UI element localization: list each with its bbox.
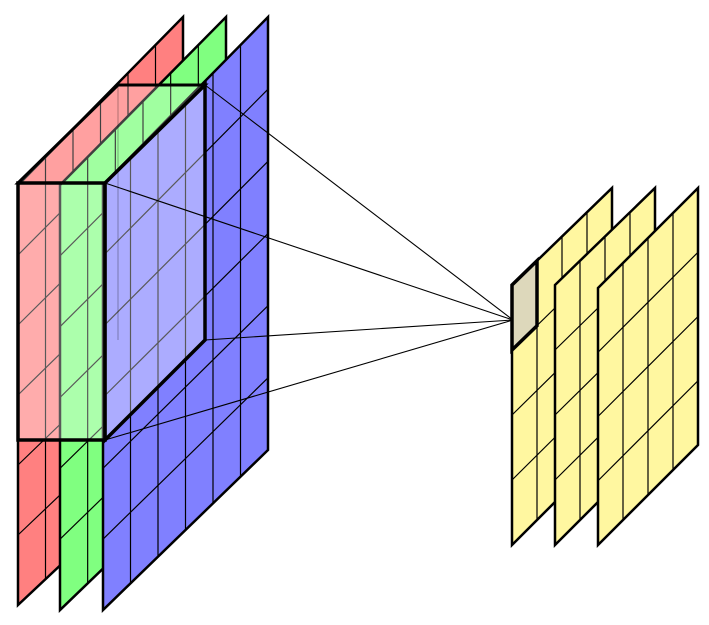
- projection-lines: [104, 84, 514, 441]
- grid-row-line: [597, 380, 699, 482]
- projection-line: [104, 319, 514, 441]
- grid-row-line: [597, 251, 699, 353]
- grid-row-line: [102, 88, 269, 257]
- grid-row-line: [597, 316, 699, 417]
- kernel-front-face: [16, 181, 107, 442]
- projection-line: [204, 319, 514, 341]
- output-map-3: [596, 184, 700, 549]
- grid-row-line: [102, 305, 269, 469]
- grid-row-line: [102, 160, 269, 328]
- grid-row-line: [102, 233, 269, 398]
- projection-line: [204, 84, 514, 321]
- projection-line: [104, 182, 514, 321]
- grid-row-line: [102, 377, 269, 540]
- input-blue-channel: [101, 13, 270, 613]
- output-highlight-cell: [510, 256, 539, 355]
